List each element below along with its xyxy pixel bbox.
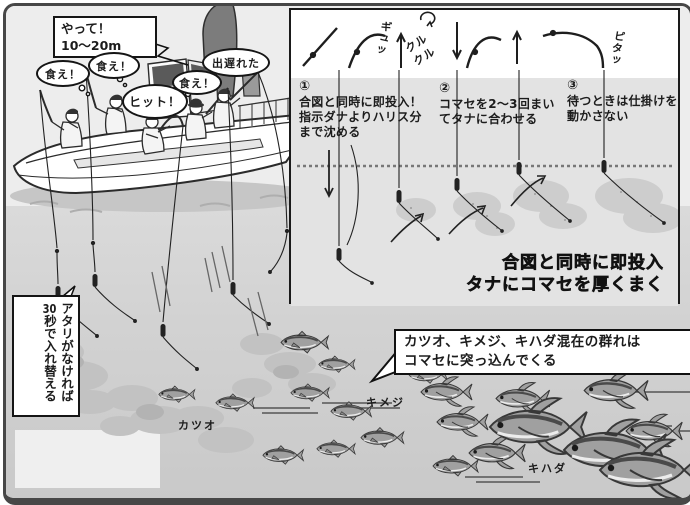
- panel-slogan: 合図と同時に即投入 タナにコマセを厚くまく: [466, 252, 664, 296]
- panel-illustration: [297, 11, 678, 285]
- step-2-line2: てタナに合わせる: [439, 112, 538, 126]
- step-3-number: ③: [567, 78, 579, 93]
- step-2-number: ②: [439, 81, 451, 96]
- label-katsuo: カツオ: [178, 419, 217, 432]
- retry-tip-part1: アタリがなけれ: [59, 302, 74, 390]
- panel-slogan-line2: タナにコマセを厚くまく: [466, 275, 664, 296]
- retry-tip-part3: 秒で入れ替える: [42, 314, 57, 403]
- technique-panel: ギュッ クル クル ピタッ ① 合図と同時に即投入！ 指示ダナよりハリス分 まで…: [289, 8, 680, 306]
- seafloor-light-patch: [15, 430, 160, 488]
- school-callout-box: カツオ、キメジ、キハダ混在の群れは コマセに突っ込んでくる: [394, 329, 690, 375]
- angler-1: [39, 89, 83, 149]
- speech-bubble-late: 出遅れた: [202, 48, 270, 77]
- captain-line-2: 10〜20m: [61, 38, 122, 53]
- step-3-line2: 動かさない: [567, 109, 629, 123]
- speed-marks: [151, 245, 269, 337]
- step-1-line1: 合図と同時に即投入！: [299, 95, 423, 109]
- school-callout-line1: カツオ、キメジ、キハダ混在の群れは: [404, 334, 641, 350]
- step-2-line1: コマセを2〜3回まい: [439, 97, 555, 111]
- step-1-line3: まで沈める: [299, 125, 361, 139]
- step-1-line2: 指示ダナよりハリス分: [299, 110, 422, 124]
- retry-tip-note: アタリがなければ 30秒で入れ替える: [12, 295, 80, 417]
- panel-rigs: [324, 70, 666, 285]
- wave-marks: [29, 194, 289, 213]
- retry-tip-part2: ば: [59, 389, 74, 403]
- school-callout-line2: コマセに突っ込んでくる: [404, 353, 558, 369]
- angler-hit: [141, 114, 184, 155]
- step-1: ① 合図と同時に即投入！ 指示ダナよりハリス分 まで沈める: [299, 80, 441, 140]
- label-kihada: キハダ: [528, 462, 567, 475]
- page-frame: やって！ 10〜20m 食え！ 食え！ 食え！ ヒット！ 出遅れた アタリがなけ…: [3, 3, 690, 505]
- step-3: ③ 待つときは仕掛けを 動かさない: [567, 79, 677, 124]
- anglers: [39, 71, 259, 155]
- speech-bubble-kue-left: 食え！: [36, 60, 90, 87]
- captain-line-1: やって！: [61, 21, 111, 36]
- step-3-line1: 待つときは仕掛けを: [567, 94, 678, 108]
- step-1-number: ①: [299, 79, 311, 94]
- panel-slogan-line1: 合図と同時に即投入: [502, 253, 664, 274]
- step-2: ② コマセを2〜3回まい てタナに合わせる: [439, 82, 571, 127]
- panel-rods: [302, 11, 605, 69]
- label-kimeji: キメジ: [366, 396, 405, 409]
- retry-tip-number: 30: [42, 302, 57, 315]
- speech-bubble-hit: ヒット！: [122, 84, 188, 119]
- speech-bubble-kue-mid: 食え！: [88, 52, 140, 79]
